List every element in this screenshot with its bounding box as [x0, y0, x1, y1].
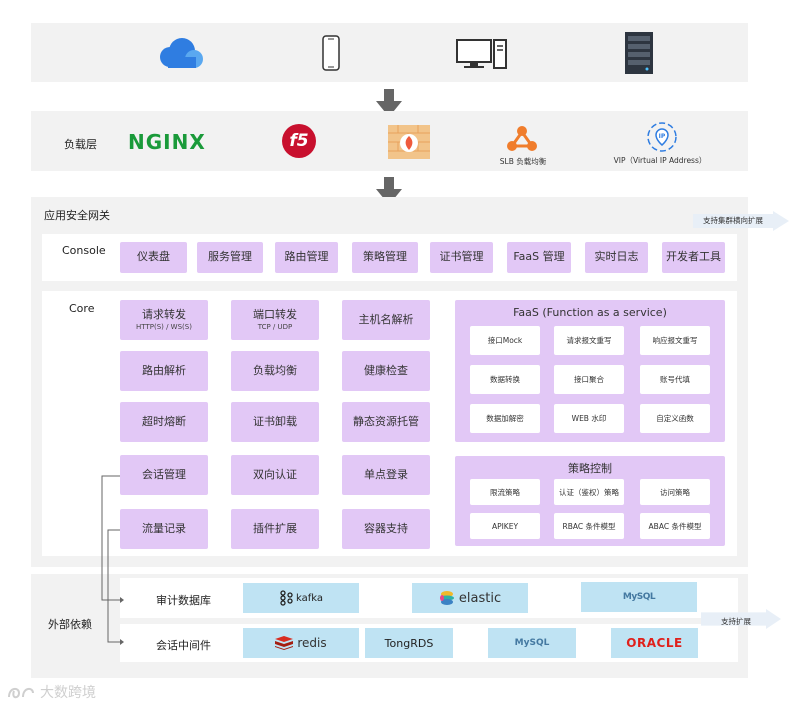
faas-item-resp-rewrite[interactable]: 响应报文重写 [640, 326, 710, 355]
phone-icon [322, 35, 340, 71]
faas-item-api-aggregate[interactable]: 接口聚合 [554, 365, 624, 394]
mysql-logo: MySQL [514, 638, 550, 648]
faas-item-account-fill[interactable]: 账号代填 [640, 365, 710, 394]
core-item-route-parse[interactable]: 路由解析 [120, 351, 208, 391]
slb-icon [507, 126, 537, 151]
core-item-plugin-ext[interactable]: 插件扩展 [231, 509, 319, 549]
policy-item-apikey[interactable]: APIKEY [470, 513, 540, 539]
faas-item-req-rewrite[interactable]: 请求报文重写 [554, 326, 624, 355]
scale-arrow-icon [693, 211, 789, 231]
core-item-traffic-record[interactable]: 流量记录 [120, 509, 208, 549]
nginx-logo: NGINX [128, 130, 206, 154]
core-item-static-hosting[interactable]: 静态资源托管 [342, 402, 430, 442]
policy-item-rate-limit[interactable]: 限流策略 [470, 479, 540, 505]
console-item-dev-tools[interactable]: 开发者工具 [662, 242, 725, 273]
policy-title: 策略控制 [568, 462, 612, 475]
core-item-cert-offload[interactable]: 证书卸载 [231, 402, 319, 442]
console-label: Console [62, 244, 106, 257]
redis-logo [275, 636, 294, 650]
audit-db-label: 审计数据库 [156, 594, 211, 607]
elastic-logo [439, 591, 454, 605]
redis-box[interactable]: redis [243, 628, 359, 658]
console-item-realtime-log[interactable]: 实时日志 [585, 242, 648, 273]
oracle-logo: ORACLE [626, 636, 683, 650]
firewall-icon [388, 125, 430, 159]
faas-title: FaaS (Function as a service) [513, 306, 667, 319]
mysql-box-session[interactable]: MySQL [488, 628, 576, 658]
core-item-hostname-resolve[interactable]: 主机名解析 [342, 300, 430, 340]
faas-item-data-transform[interactable]: 数据转换 [470, 365, 540, 394]
core-label: Core [69, 302, 95, 315]
console-item-cert-mgmt[interactable]: 证书管理 [430, 242, 493, 273]
mysql-logo: MySQL [622, 592, 656, 602]
policy-item-abac[interactable]: ABAC 条件模型 [640, 513, 710, 539]
policy-item-rbac[interactable]: RBAC 条件模型 [554, 513, 624, 539]
vip-badge-text: IP [659, 133, 666, 140]
console-item-faas-mgmt[interactable]: FaaS 管理 [507, 242, 571, 273]
core-item-health-check[interactable]: 健康检查 [342, 351, 430, 391]
core-item-session-mgmt[interactable]: 会话管理 [120, 455, 208, 495]
faas-item-encrypt[interactable]: 数据加解密 [470, 404, 540, 433]
console-item-policy-mgmt[interactable]: 策略管理 [352, 242, 418, 273]
tongrds-box[interactable]: TongRDS [365, 628, 453, 658]
vip-icon: IP [647, 122, 677, 152]
cloud-icon [160, 38, 203, 68]
session-mw-label: 会话中间件 [156, 639, 211, 652]
kafka-box[interactable]: kafka [243, 583, 359, 613]
gateway-scale-note: 支持集群横向扩展 [703, 216, 763, 225]
external-label: 外部依赖 [48, 618, 92, 631]
oracle-box[interactable]: ORACLE [611, 628, 698, 658]
mysql-box-audit[interactable]: MySQL [581, 582, 697, 612]
slb-label: SLB 负载均衡 [499, 157, 547, 166]
console-item-service-mgmt[interactable]: 服务管理 [197, 242, 263, 273]
elastic-box[interactable]: elastic [412, 583, 528, 613]
faas-item-custom-func[interactable]: 自定义函数 [640, 404, 710, 433]
faas-item-watermark[interactable]: WEB 水印 [554, 404, 624, 433]
console-item-route-mgmt[interactable]: 路由管理 [275, 242, 338, 273]
console-item-dashboard[interactable]: 仪表盘 [120, 242, 187, 273]
core-item-mutual-auth[interactable]: 双向认证 [231, 455, 319, 495]
lb-layer-label: 负载层 [64, 138, 97, 151]
watermark: 大数跨境 [6, 682, 96, 702]
core-item-load-balance[interactable]: 负载均衡 [231, 351, 319, 391]
gateway-title: 应用安全网关 [44, 209, 110, 222]
core-item-sso[interactable]: 单点登录 [342, 455, 430, 495]
policy-item-access[interactable]: 访问策略 [640, 479, 710, 505]
core-item-container-support[interactable]: 容器支持 [342, 509, 430, 549]
core-item-timeout-breaker[interactable]: 超时熔断 [120, 402, 208, 442]
connector-lines [101, 475, 124, 645]
watermark-logo-icon [8, 687, 34, 699]
arrow-down-icon [376, 89, 402, 117]
server-icon [625, 32, 653, 74]
faas-item-mock[interactable]: 接口Mock [470, 326, 540, 355]
policy-item-auth[interactable]: 认证（鉴权）策略 [554, 479, 624, 505]
f5-logo: f5 [282, 124, 316, 158]
vip-label: VIP（Virtual IP Address） [613, 156, 707, 165]
desktop-icon [456, 39, 507, 69]
scale-arrow-icon [701, 609, 781, 629]
external-scale-note: 支持扩展 [721, 617, 751, 626]
kafka-logo [280, 590, 293, 606]
